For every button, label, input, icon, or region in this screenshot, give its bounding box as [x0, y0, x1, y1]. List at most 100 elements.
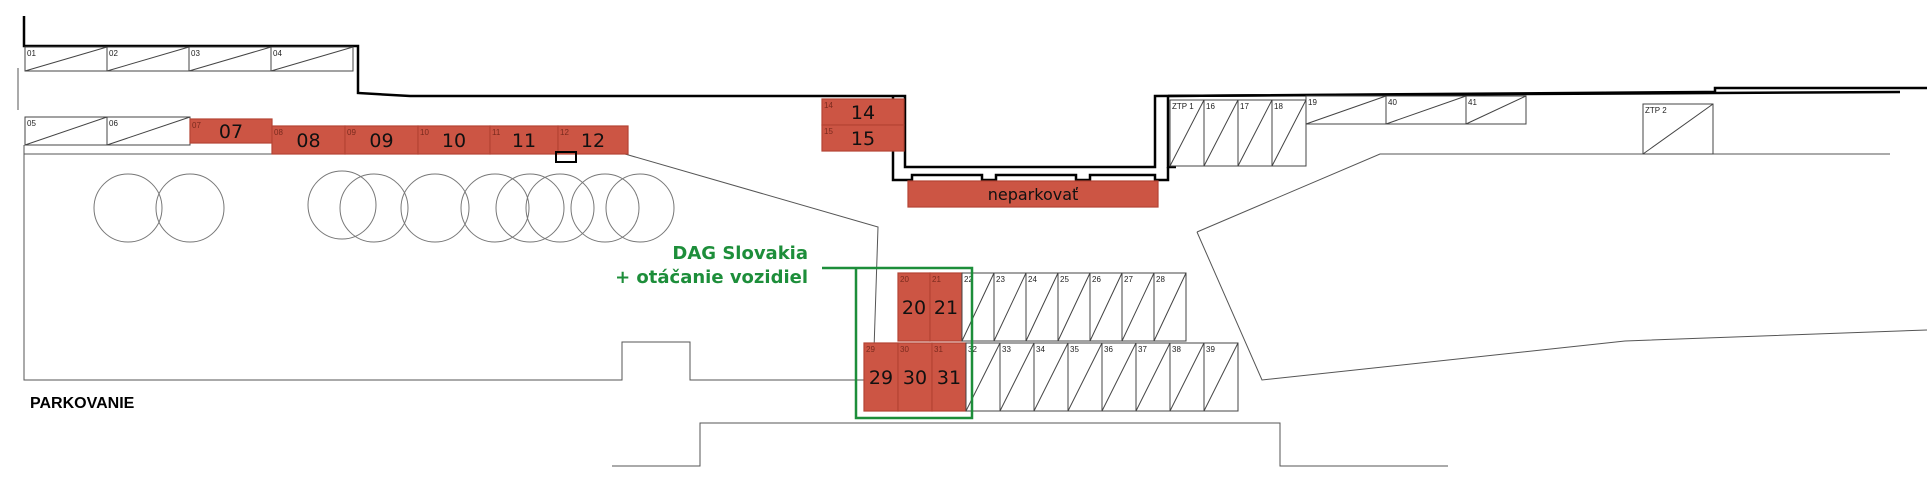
- spot-small-label: 39: [1206, 345, 1215, 354]
- tree: [93, 173, 163, 243]
- spot-small-label: 31: [934, 345, 943, 354]
- tree: [495, 173, 565, 243]
- spot-small-label: 38: [1172, 345, 1181, 354]
- spot-small-label: 05: [27, 119, 36, 128]
- spot-label: 20: [902, 297, 926, 319]
- spot-small-label: 34: [1036, 345, 1045, 354]
- spot-small-label: 11: [492, 128, 501, 137]
- spot-small-label: 12: [560, 128, 569, 137]
- parking-spot-30: 30 30: [897, 342, 933, 412]
- parking-spot-ztp-2: ZTP 2: [1642, 103, 1714, 155]
- parking-spot-06: 06: [106, 116, 191, 146]
- parking-spot-36: 36: [1101, 342, 1137, 412]
- parking-spot-ztp-1: ZTP 1: [1169, 99, 1205, 167]
- spot-outline: [897, 342, 933, 412]
- spot-diagonal: [1203, 99, 1239, 167]
- spot-outline: [821, 124, 905, 152]
- spot-diagonal: [1089, 272, 1123, 342]
- spot-small-label: ZTP 1: [1172, 102, 1194, 111]
- center-bay-wall: [891, 96, 1170, 182]
- spot-small-label: 27: [1124, 275, 1133, 284]
- spot-diagonal: [1271, 99, 1307, 167]
- spot-outline: [863, 342, 899, 412]
- spot-diagonal: [1153, 272, 1187, 342]
- spot-diagonal: [1385, 95, 1467, 125]
- tree: [460, 173, 530, 243]
- parking-spot-07: 07 07: [189, 118, 273, 144]
- spot-diagonal: [106, 116, 191, 146]
- parking-spot-22: 22: [961, 272, 995, 342]
- spot-small-label: 26: [1092, 275, 1101, 284]
- spot-small-label: 36: [1104, 345, 1113, 354]
- spot-small-label: 40: [1388, 98, 1397, 107]
- spot-small-label: 29: [866, 345, 875, 354]
- spot-label: 07: [219, 121, 243, 143]
- spot-label: 14: [851, 102, 875, 124]
- spot-small-label: 15: [824, 127, 833, 136]
- parking-spot-27: 27: [1121, 272, 1155, 342]
- spot-label: 15: [851, 128, 875, 150]
- spot-outline: [821, 98, 905, 126]
- top-left-wall: [22, 16, 1901, 169]
- spot-small-label: 23: [996, 275, 1005, 284]
- spot-label: 11: [512, 130, 536, 152]
- spot-outline: [897, 272, 931, 342]
- spot-small-label: 10: [420, 128, 429, 137]
- parking-spot-21: 21 21: [929, 272, 963, 342]
- spot-small-label: 20: [900, 275, 909, 284]
- spot-diagonal: [1237, 99, 1273, 167]
- parking-spot-38: 38: [1169, 342, 1205, 412]
- spot-outline: [489, 125, 559, 155]
- parking-spot-26: 26: [1089, 272, 1123, 342]
- spot-small-label: ZTP 2: [1645, 106, 1667, 115]
- spot-label: 29: [869, 367, 893, 389]
- spot-label: 31: [937, 367, 961, 389]
- parking-spot-34: 34: [1033, 342, 1069, 412]
- spot-small-label: 21: [932, 275, 941, 284]
- spot-small-label: 30: [900, 345, 909, 354]
- parking-spot-11: 11 11: [489, 125, 559, 155]
- spot-small-label: 03: [191, 49, 200, 58]
- parking-spot-02: 02: [106, 46, 190, 72]
- spot-diagonal: [1025, 272, 1059, 342]
- spot-small-label: 07: [192, 121, 201, 130]
- spot-small-label: 06: [109, 119, 118, 128]
- spot-diagonal: [961, 272, 995, 342]
- tree: [570, 173, 640, 243]
- tree: [525, 173, 595, 243]
- spot-label: 30: [903, 367, 927, 389]
- parking-spot-05: 05: [24, 116, 108, 146]
- spot-outline: [417, 125, 491, 155]
- spot-small-label: 33: [1002, 345, 1011, 354]
- building-right-notch: [1167, 86, 1927, 98]
- spot-diagonal: [1465, 95, 1527, 125]
- left-lot-outline: [23, 145, 879, 381]
- spot-diagonal: [24, 46, 108, 72]
- spot-diagonal: [1067, 342, 1103, 412]
- spot-small-label: 41: [1468, 98, 1477, 107]
- parking-spot-33: 33: [999, 342, 1035, 412]
- parking-spot-41: 41: [1465, 95, 1527, 125]
- spot-small-label: 08: [274, 128, 283, 137]
- spot-small-label: 28: [1156, 275, 1165, 284]
- spot-diagonal: [106, 46, 190, 72]
- notch: [555, 151, 577, 163]
- spot-label: 12: [581, 130, 605, 152]
- spot-diagonal: [188, 46, 272, 72]
- spot-label: 21: [934, 297, 958, 319]
- spot-outline: [931, 342, 967, 412]
- parking-spot-24: 24: [1025, 272, 1059, 342]
- spot-diagonal: [1169, 99, 1205, 167]
- parking-spot-19: 19: [1305, 95, 1387, 125]
- annotation-line-2: + otáčanie vozidiel: [615, 267, 808, 288]
- bottom-road: [612, 422, 1448, 467]
- parking-spot-40: 40: [1385, 95, 1467, 125]
- tree: [155, 173, 225, 243]
